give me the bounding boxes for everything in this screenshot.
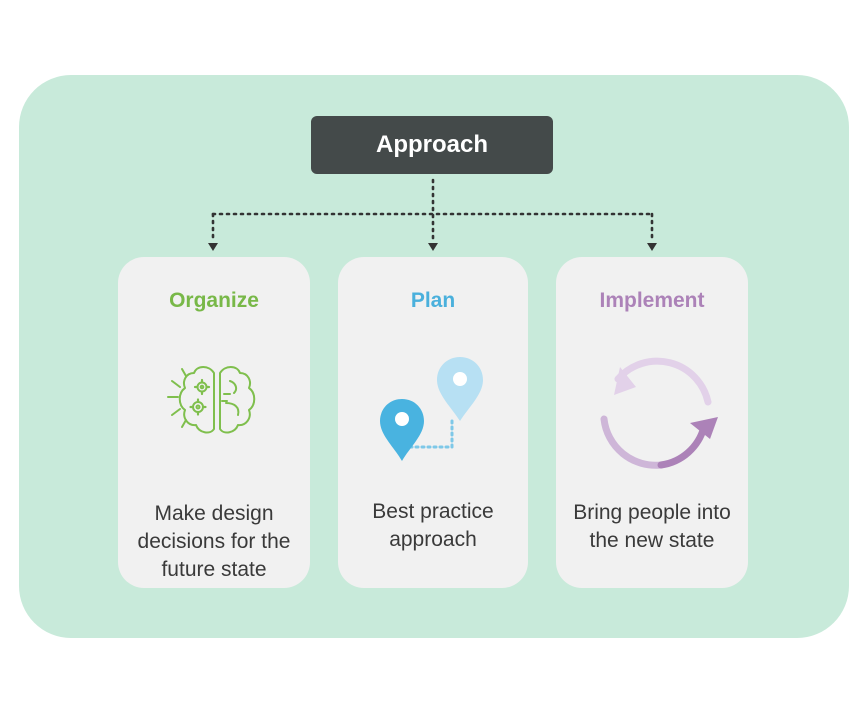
arrowhead-implement [647, 243, 657, 251]
card-implement-text-line: Bring people into [573, 501, 731, 524]
card-organize-text-line: decisions for the [137, 530, 291, 553]
card-plan-text: Best practice approach [342, 498, 524, 554]
brain-gears-icon [167, 366, 256, 434]
card-plan: Plan Best practice approach [338, 257, 528, 588]
arrowhead-plan [428, 243, 438, 251]
card-organize: Organize [118, 257, 310, 588]
card-organize-text: Make design decisions for the future sta… [122, 500, 306, 584]
cycle-arrows-icon [600, 357, 718, 469]
arrowhead-organize [208, 243, 218, 251]
cycle-arrowhead-light [614, 367, 636, 395]
map-pins-route-icon [380, 357, 483, 461]
card-organize-text-line: Make design [154, 502, 274, 525]
card-plan-text-line: approach [389, 528, 477, 551]
card-implement-text: Bring people into the new state [560, 499, 744, 555]
card-organize-title: Organize [169, 289, 259, 312]
card-implement-text-line: the new state [589, 529, 715, 552]
cycle-arrowhead-dark [690, 417, 718, 439]
card-implement: Implement Bring people into the new stat… [556, 257, 748, 588]
card-plan-text-line: Best practice [372, 500, 494, 523]
approach-box: Approach [311, 116, 553, 174]
card-organize-text-line: future state [161, 558, 267, 581]
card-implement-title: Implement [599, 289, 705, 312]
card-plan-title: Plan [410, 289, 456, 312]
approach-label: Approach [375, 131, 488, 158]
